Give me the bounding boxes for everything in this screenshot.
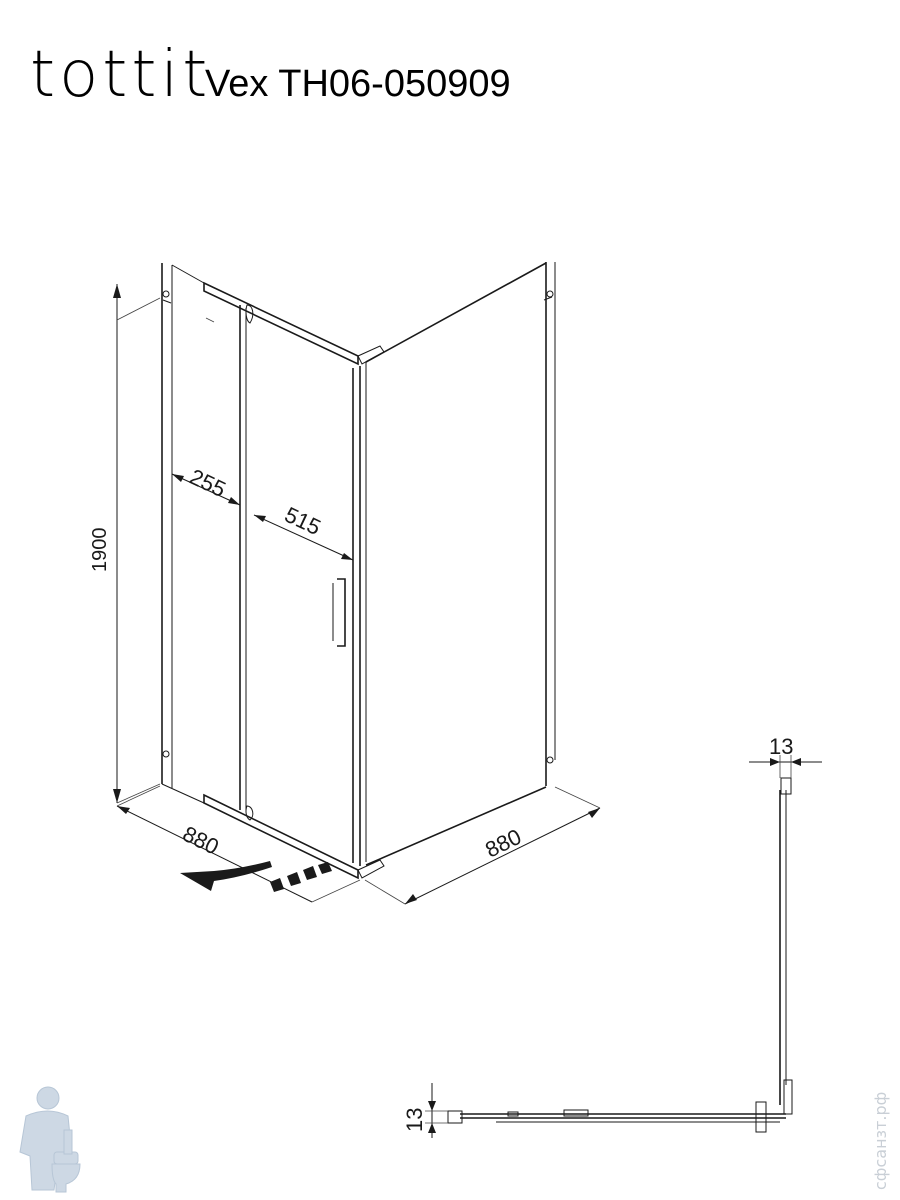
right-width-label: 880 xyxy=(481,824,525,863)
plumber-mascot-logo xyxy=(19,1086,81,1193)
brand-logo: tottit xyxy=(30,38,211,112)
left-depth-label: 880 xyxy=(179,821,223,860)
model-title: Vex TH06-050909 xyxy=(205,63,511,105)
fixed-panel-width-label: 255 xyxy=(186,464,230,502)
profile-side-label: 13 xyxy=(402,1108,427,1132)
profile-top-label: 13 xyxy=(769,734,793,759)
door-width-label: 515 xyxy=(281,502,325,540)
height-dimension-label: 1900 xyxy=(89,528,111,573)
dimension-lines xyxy=(113,284,601,905)
door-swing-arrow xyxy=(180,861,332,892)
header: tottit Vex TH06-050909 xyxy=(30,38,511,112)
plan-view xyxy=(425,755,822,1138)
site-watermark: сфсанзт.рф xyxy=(871,1092,890,1190)
enclosure-isometric xyxy=(161,262,556,880)
